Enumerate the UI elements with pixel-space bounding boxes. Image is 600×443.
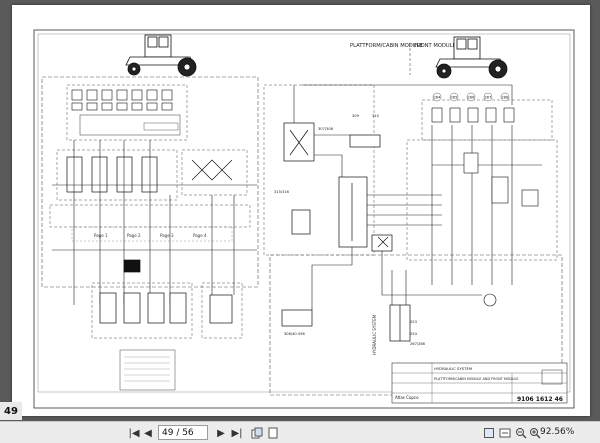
svg-text:285: 285 bbox=[451, 96, 458, 100]
svg-text:307/308: 307/308 bbox=[318, 127, 334, 131]
svg-text:287: 287 bbox=[485, 96, 492, 100]
page-number-label: 49 bbox=[0, 402, 22, 420]
front-ref-bubbles: 284 285 286 287 288 bbox=[432, 92, 510, 102]
svg-text:Page 2: Page 2 bbox=[127, 233, 141, 238]
hydraulic-schematic: PLATTFORM/CABIN MODULE FRONT MODULE bbox=[33, 29, 575, 409]
page-number-input[interactable] bbox=[158, 425, 208, 440]
drawing-frame bbox=[33, 29, 575, 409]
document-viewport[interactable]: PLATTFORM/CABIN MODULE FRONT MODULE bbox=[0, 0, 600, 421]
directional-valve-bank bbox=[56, 149, 248, 201]
front-cylinder bbox=[389, 304, 411, 342]
zoom-level[interactable]: 92.56% bbox=[540, 427, 575, 437]
header-module-platform: PLATTFORM/CABIN MODULE bbox=[350, 43, 423, 49]
zoom-out-icon[interactable] bbox=[513, 425, 529, 441]
title-block: HYDRAULIC SYSTEM PLATTFORM/CABIN MODULE … bbox=[391, 362, 568, 404]
center-hydraulic-block bbox=[281, 122, 393, 327]
fit-width-icon[interactable] bbox=[497, 425, 513, 441]
section-label-vertical: HYDRAULIC SYSTEM bbox=[372, 314, 377, 355]
valve-label-row: Page 1 Page 2 Page 3 Page 4 bbox=[94, 233, 207, 238]
viewer-toolbar: |◀ ◀ ▶ ▶| 92.56% bbox=[0, 421, 600, 443]
zoom-in-icon[interactable] bbox=[527, 425, 543, 441]
svg-text:284: 284 bbox=[434, 96, 442, 100]
drawing-number: 9106 1612 46 bbox=[517, 396, 563, 403]
svg-text:267/268: 267/268 bbox=[410, 342, 426, 346]
svg-text:Page 4: Page 4 bbox=[193, 233, 207, 238]
header-module-front: FRONT MODULE bbox=[414, 43, 456, 49]
notes-box bbox=[119, 349, 176, 391]
svg-text:254: 254 bbox=[410, 332, 418, 336]
copy-page-icon[interactable] bbox=[249, 425, 265, 441]
svg-text:309: 309 bbox=[352, 114, 360, 118]
brand-label: Atlas Copco bbox=[395, 395, 419, 400]
svg-text:310: 310 bbox=[372, 114, 380, 118]
roller-machine-icon-left bbox=[125, 34, 197, 77]
front-sensor-row bbox=[431, 107, 539, 307]
svg-text:315/316: 315/316 bbox=[274, 190, 290, 194]
title-block-title: HYDRAULIC SYSTEM bbox=[434, 366, 472, 371]
center-ref-labels: 307/308 309 310 315/316 306/40-596 253 2… bbox=[274, 114, 426, 346]
svg-text:253: 253 bbox=[410, 320, 417, 324]
fit-page-icon[interactable] bbox=[481, 425, 497, 441]
svg-text:306/40-596: 306/40-596 bbox=[284, 332, 306, 336]
next-page-icon[interactable]: ▶ bbox=[217, 427, 225, 439]
svg-text:Page 1: Page 1 bbox=[94, 233, 108, 238]
svg-text:288: 288 bbox=[502, 96, 510, 100]
title-block-subtitle: PLATTFORM/CABIN MODULE AND FRONT MODULE bbox=[434, 377, 519, 381]
lower-valve-group bbox=[91, 259, 243, 339]
drawing-page: PLATTFORM/CABIN MODULE FRONT MODULE bbox=[12, 5, 590, 416]
svg-text:286: 286 bbox=[468, 96, 476, 100]
single-page-icon[interactable] bbox=[265, 425, 281, 441]
switch-panel bbox=[66, 84, 188, 141]
last-page-icon[interactable]: ▶| bbox=[231, 427, 243, 439]
roller-machine-icon-right bbox=[435, 36, 508, 79]
svg-text:Page 3: Page 3 bbox=[160, 233, 174, 238]
first-page-icon[interactable]: |◀ bbox=[128, 427, 140, 439]
previous-page-icon[interactable]: ◀ bbox=[144, 427, 152, 439]
